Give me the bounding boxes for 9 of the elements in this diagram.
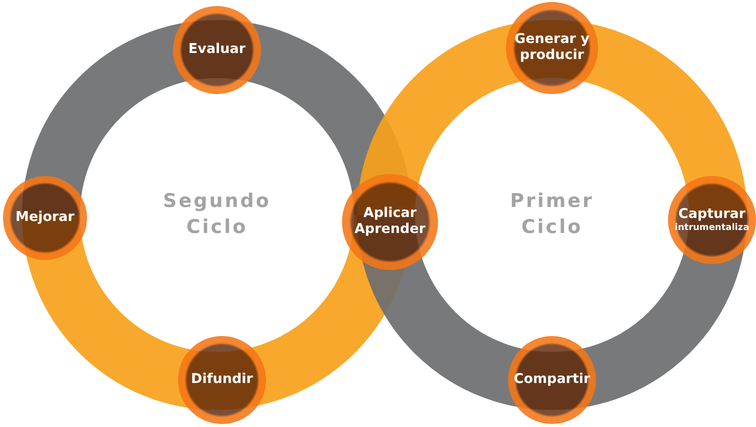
stage-label: Generar y producir <box>514 32 590 64</box>
stage-label: Capturar <box>678 207 746 223</box>
stage-label: Aplicar Aprender <box>353 206 426 238</box>
stage-label: Mejorar <box>16 210 74 226</box>
stage-label: Difundir <box>191 372 253 388</box>
stage-label: Evaluar <box>188 42 246 58</box>
cycle-label: Primer Ciclo <box>509 189 595 240</box>
stage-subtitle: intrumentaliza <box>674 222 750 233</box>
cycle-label: Segundo Ciclo <box>162 189 272 240</box>
